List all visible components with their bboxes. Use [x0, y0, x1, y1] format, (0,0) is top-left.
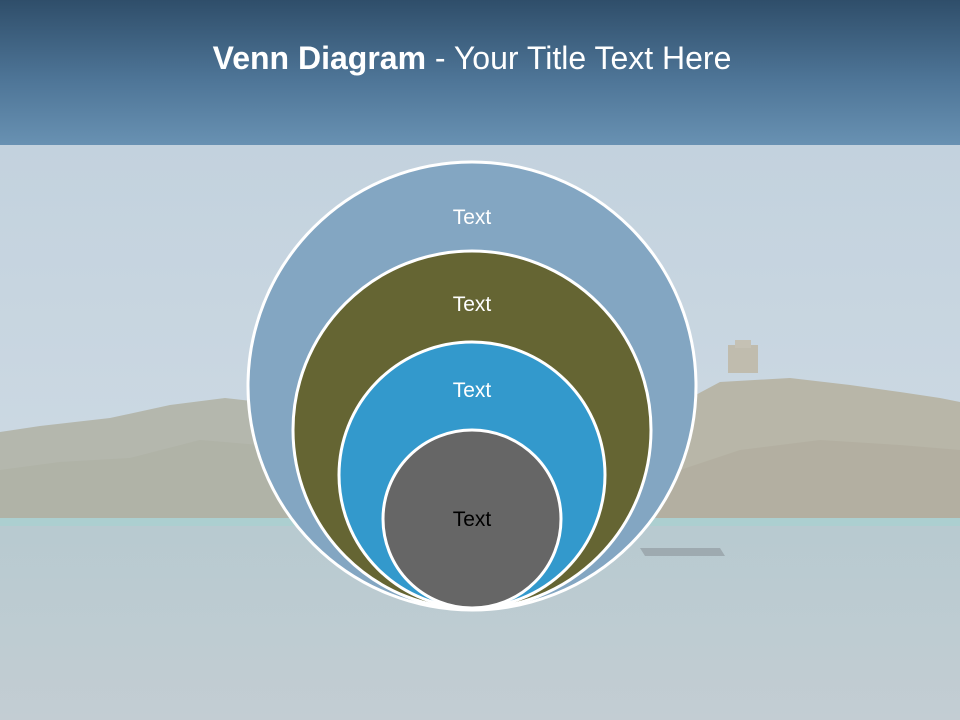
boat	[640, 548, 725, 556]
second-circle-label: Text	[453, 293, 492, 316]
slide-title: Venn Diagram - Your Title Text Here	[0, 40, 944, 77]
title-rest: - Your Title Text Here	[426, 40, 732, 76]
inner-circle-label: Text	[453, 508, 492, 531]
title-bold: Venn Diagram	[212, 40, 427, 76]
header-band: Venn Diagram - Your Title Text Here	[0, 0, 960, 145]
inner-circle[interactable]	[381, 428, 563, 610]
tower	[728, 345, 758, 373]
outer-circle-label: Text	[453, 206, 492, 229]
third-circle-label: Text	[453, 379, 492, 402]
